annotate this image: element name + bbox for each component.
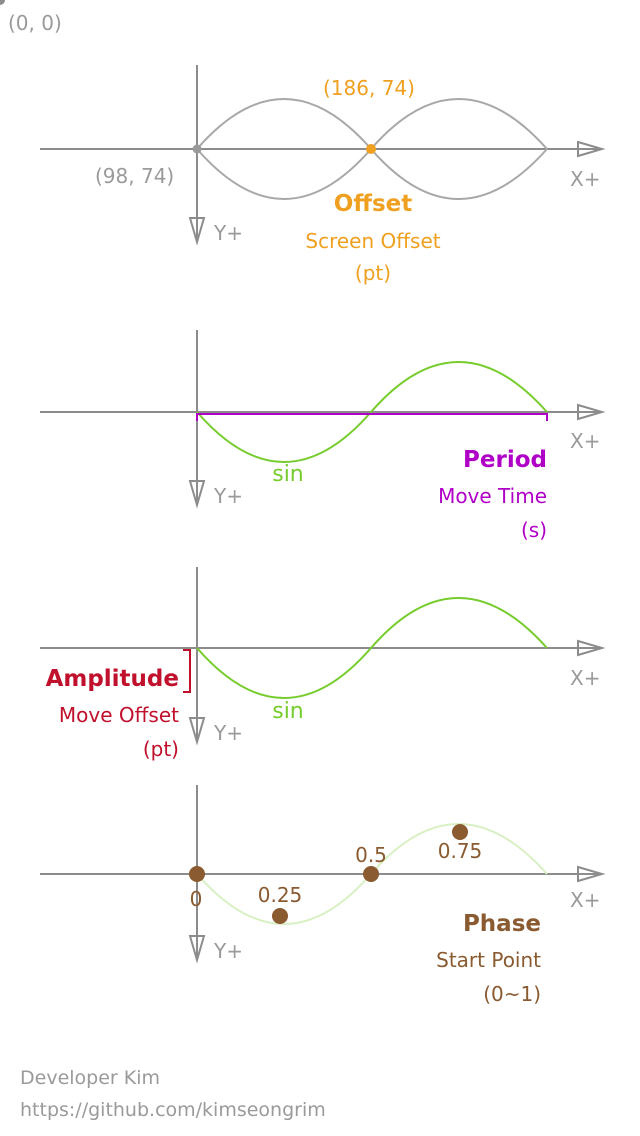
period-panel: X+ Y+ sin Period Move Time (s) [40,330,606,542]
phase-unit: (0~1) [483,982,541,1006]
phase-desc: Start Point [436,948,541,972]
period-title: Period [463,447,547,473]
offset-panel: X+ Y+ (98, 74) (186, 74) Offset Screen O… [40,65,606,285]
sine-label: sin [272,699,304,724]
x-axis-arrow-icon [577,140,606,158]
amplitude-panel: X+ Y+ sin Amplitude Move Offset (pt) [40,567,606,761]
origin-label: (0, 0) [8,11,62,35]
period-desc: Move Time [438,484,547,508]
amplitude-desc: Move Offset [59,703,179,727]
phase-point-0.5 [363,866,379,882]
point-left-label: (98, 74) [95,164,174,188]
origin-dot [0,0,5,5]
offset-title: Offset [334,191,412,217]
y-axis-arrow-icon [188,480,206,509]
x-axis-arrow-icon [577,865,606,883]
sine-label: sin [272,462,304,487]
x-axis-label: X+ [570,888,600,912]
y-axis-label: Y+ [213,939,243,963]
footer-url[interactable]: https://github.com/kimseongrim [20,1099,326,1121]
amplitude-unit: (pt) [143,737,179,761]
y-axis-arrow-icon [188,935,206,964]
amplitude-title: Amplitude [46,666,179,692]
x-axis-label: X+ [570,167,600,191]
x-axis-label: X+ [570,429,600,453]
x-axis-arrow-icon [577,403,606,421]
y-axis-label: Y+ [213,484,243,508]
x-axis-label: X+ [570,666,600,690]
x-axis-arrow-icon [577,639,606,657]
phase-point-0.75 [452,824,468,840]
offset-desc: Screen Offset [305,229,440,253]
phase-point-label: 0.5 [355,843,387,867]
center-offset-dot [366,144,376,154]
sine-wave [196,361,548,463]
phase-point-label: 0 [190,887,203,911]
period-unit: (s) [521,518,547,542]
wave-upper [196,98,548,151]
phase-panel: X+ Y+ 0 0.25 0.5 0.75 Phase Start Point … [40,785,606,1006]
phase-point-label: 0.75 [438,839,483,863]
phase-point-0.25 [272,908,288,924]
y-axis-label: Y+ [213,721,243,745]
left-origin-dot [192,144,202,154]
footer-author: Developer Kim [20,1067,160,1089]
offset-unit: (pt) [355,261,391,285]
phase-point-0 [189,866,205,882]
point-center-label: (186, 74) [323,76,415,100]
y-axis-label: Y+ [213,221,243,245]
phase-title: Phase [463,911,541,937]
phase-point-label: 0.25 [258,883,303,907]
sine-wave [196,597,548,699]
y-axis-arrow-icon [188,217,206,246]
period-bracket [196,413,548,421]
y-axis-arrow-icon [188,717,206,746]
amplitude-bracket [183,649,191,693]
